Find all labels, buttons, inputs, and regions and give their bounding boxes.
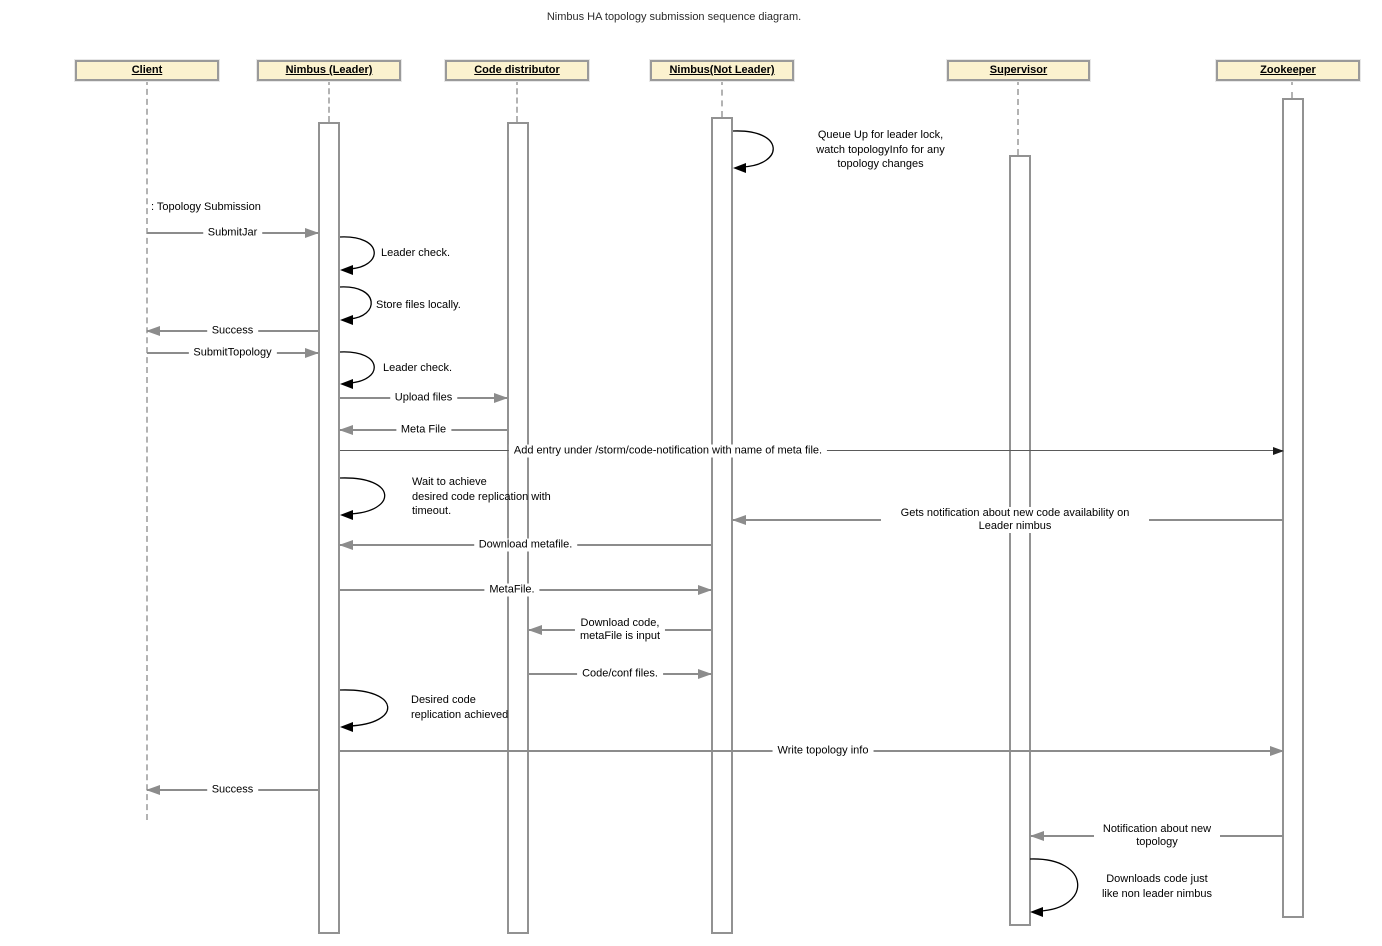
actor-label: Client [131,64,163,76]
actor-box-client: Client [75,60,219,81]
actor-box-zookeeper: Zookeeper [1216,60,1360,81]
actor-label: Supervisor [989,64,1048,76]
actor-label: Zookeeper [1260,64,1316,76]
self-message-leader-check-1 [339,234,390,276]
actor-label: Code distributor [474,64,560,76]
message-label: Download metafile. [473,538,578,552]
self-message-wait-code-replication [339,475,404,521]
lifeline-nimbus-leader [328,79,330,122]
loop-arrow-icon [339,286,372,325]
self-message-leader-check-2 [339,349,390,390]
message-label: SubmitTopology [188,346,277,360]
arrowhead-left-icon [146,785,160,795]
arrowhead-right-icon [494,393,508,403]
activation-bar-code-distributor [507,122,529,934]
self-message-label: Store files locally. [376,299,461,311]
self-message-label: Leader check. [381,247,451,259]
arrowhead-left-icon [528,625,542,635]
self-message-store-files [339,284,386,326]
message-label: SubmitJar [202,226,263,240]
activation-bar-nimbus-not-leader [711,117,733,934]
self-message-downloads-code [1029,856,1098,918]
actor-label: Nimbus (Leader) [285,64,373,76]
message-label: Success [206,324,259,338]
arrowhead-right-icon [1273,447,1284,455]
loop-arrow-icon [732,130,774,173]
arrowhead-left-icon [1030,831,1044,841]
self-message-label: Desired code replication achieved [411,694,509,721]
message-label: MetaFile. [484,583,540,597]
loop-arrow-icon [1029,858,1079,917]
self-message-desired-replication-achieved [339,687,408,733]
message-label: Success [206,783,259,797]
message-label: Notification about new topology [1094,823,1220,849]
activation-bar-zookeeper [1282,98,1304,918]
actor-box-code-distributor: Code distributor [445,60,589,81]
lifeline-zookeeper [1291,79,1293,98]
arrowhead-left-icon [732,515,746,525]
actor-box-nimbus-leader: Nimbus (Leader) [257,60,401,81]
message-label: Download code, metaFile is input [574,617,666,643]
arrowhead-right-icon [1270,746,1284,756]
message-label: Upload files [389,391,458,405]
arrowhead-left-icon [339,425,353,435]
message-label: Gets notification about new code availab… [881,507,1149,533]
arrowhead-right-icon [305,348,319,358]
self-message-label: Downloads code just like non leader nimb… [1101,873,1213,900]
arrowhead-right-icon [698,585,712,595]
arrowhead-left-icon [339,540,353,550]
activation-bar-supervisor [1009,155,1031,926]
message-label: Write topology info [772,744,874,758]
message-label: Add entry under /storm/code-notification… [508,444,828,458]
loop-arrow-icon [339,689,389,732]
actor-box-supervisor: Supervisor [947,60,1090,81]
lifeline-code-distributor [516,79,518,122]
self-message-label: Queue Up for leader lock, watch topology… [816,129,945,170]
self-message-label: Leader check. [383,362,453,374]
actor-label: Nimbus(Not Leader) [669,64,775,76]
arrowhead-left-icon [146,326,160,336]
self-message-label: Wait to achieve desired code replication… [412,476,551,517]
self-message-queue-up-leader-lock [732,128,791,174]
lifeline-supervisor [1017,79,1019,155]
loop-arrow-icon [339,477,386,520]
loop-arrow-icon [339,351,375,389]
lifeline-client [146,79,148,820]
activation-bar-nimbus-leader [318,122,340,934]
arrowhead-right-icon [698,669,712,679]
message-label: Code/conf files. [577,667,663,681]
loop-arrow-icon [339,236,375,275]
arrowhead-right-icon [305,228,319,238]
lifeline-nimbus-not-leader [721,79,723,117]
actor-box-nimbus-not-leader: Nimbus(Not Leader) [650,60,794,81]
note-topology-submission: : Topology Submission [151,201,261,213]
diagram-title: Nimbus HA topology submission sequence d… [546,11,802,23]
message-label: Meta File [395,423,452,437]
